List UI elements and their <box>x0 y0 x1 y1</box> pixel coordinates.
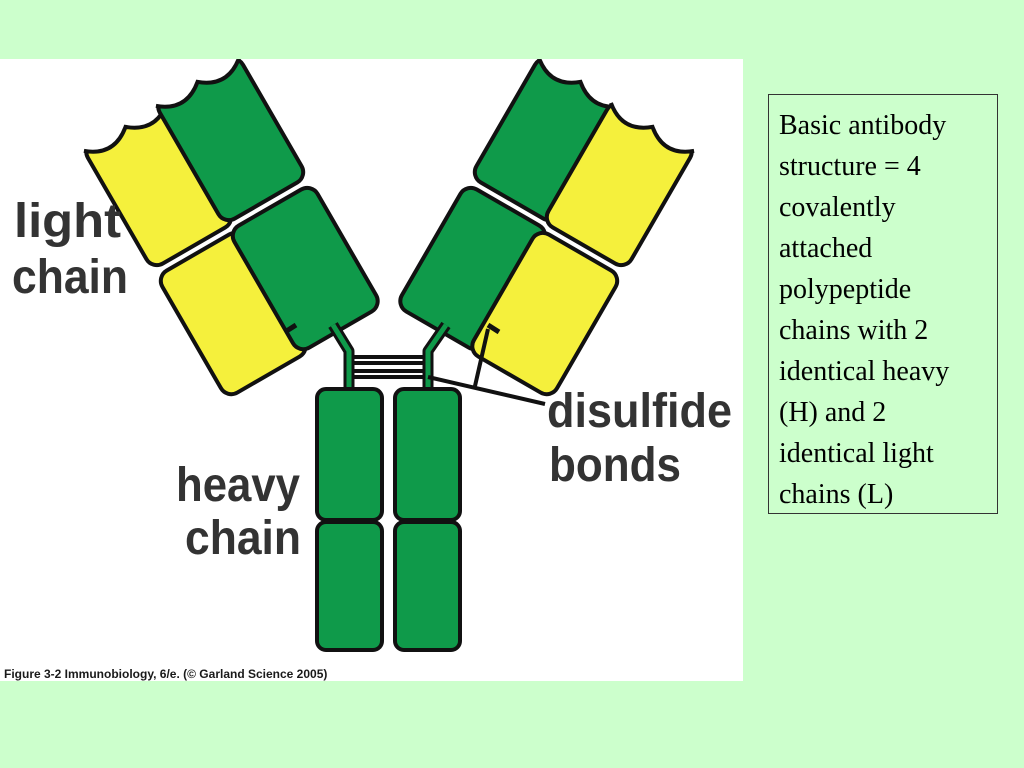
left-heavy-chain-stem <box>315 387 384 652</box>
antibody-diagram: light chain heavy chain disulfide bonds … <box>4 59 732 681</box>
heavy-chain-label-line2: chain <box>185 512 301 565</box>
right-light-chain <box>470 86 704 397</box>
description-text: Basic antibody structure = 4 covalently … <box>779 110 950 510</box>
light-chain-label-line2: chain <box>12 251 128 304</box>
antibody-figure-panel: light chain heavy chain disulfide bonds … <box>0 59 743 681</box>
description-text-box: Basic antibody structure = 4 covalently … <box>768 94 998 514</box>
heavy-chain-label-line1: heavy <box>176 459 300 512</box>
left-light-heavy-disulfide <box>283 322 298 335</box>
left-light-chain-notch <box>74 86 168 152</box>
light-chain-label-line1: light <box>14 195 121 248</box>
right-heavy-chain-stem <box>393 387 462 652</box>
disulfide-bonds-label-line2: bonds <box>549 439 681 492</box>
disulfide-bonds-label-line1: disulfide <box>547 385 732 438</box>
right-light-heavy-disulfide <box>486 322 501 335</box>
hinge-disulfide-bonds <box>352 355 425 379</box>
left-light-chain <box>74 86 308 397</box>
figure-caption: Figure 3-2 Immunobiology, 6/e. (© Garlan… <box>4 667 327 681</box>
disulfide-pointer-lines <box>427 328 546 406</box>
